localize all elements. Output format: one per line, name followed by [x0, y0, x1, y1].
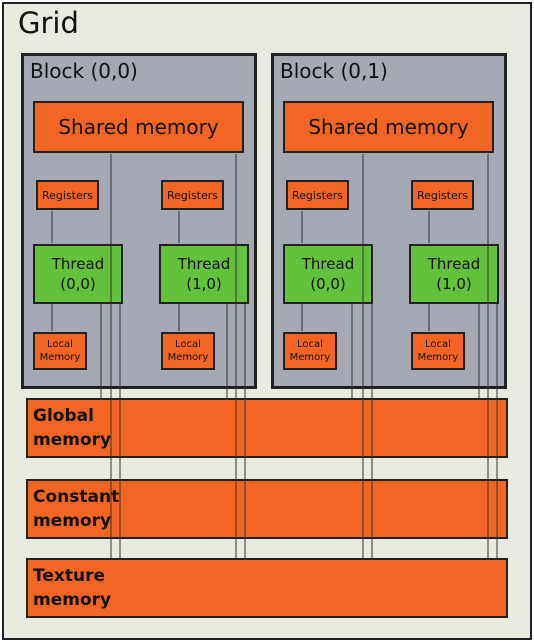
block-title: Block (0,1)	[280, 59, 388, 83]
memory-label-line2: memory	[33, 590, 112, 610]
thread-label: Thread	[301, 255, 355, 273]
texture-memory: Texture memory	[26, 558, 508, 618]
local-label-line2: Memory	[39, 352, 81, 363]
local-label-line2: Memory	[167, 352, 209, 363]
thread-label: Thread	[427, 255, 481, 273]
thread-0-0: Thread (0,0)	[283, 244, 373, 304]
local-label-line1: Local	[47, 339, 73, 350]
memory-label-line1: Global	[33, 406, 94, 426]
local-label-line1: Local	[425, 339, 451, 350]
block-title: Block (0,0)	[30, 59, 138, 83]
local-label-line2: Memory	[289, 352, 331, 363]
block-0-1: Block (0,1) Shared memory Registers Thre…	[271, 53, 507, 389]
memory-label-line1: Constant	[33, 487, 120, 507]
local-memory-thread-1-0: Local Memory	[161, 332, 215, 370]
thread-1-0: Thread (1,0)	[409, 244, 499, 304]
registers-thread-0-0: Registers	[286, 180, 349, 210]
local-memory-thread-0-0: Local Memory	[33, 332, 87, 370]
registers-thread-0-0: Registers	[36, 180, 99, 210]
thread-label: Thread	[51, 255, 105, 273]
thread-1-0: Thread (1,0)	[159, 244, 249, 304]
local-label-line2: Memory	[417, 352, 459, 363]
local-label-line1: Local	[175, 339, 201, 350]
block-0-0: Block (0,0) Shared memory Registers Thre…	[21, 53, 257, 389]
registers-thread-1-0: Registers	[411, 180, 474, 210]
local-memory-thread-1-0: Local Memory	[411, 332, 465, 370]
memory-label-line2: memory	[33, 511, 112, 531]
local-label-line1: Local	[297, 339, 323, 350]
grid-title: Grid	[18, 6, 79, 40]
thread-id: (1,0)	[436, 275, 472, 293]
global-memory: Global memory	[26, 398, 508, 458]
thread-id: (1,0)	[186, 275, 222, 293]
local-memory-thread-0-0: Local Memory	[283, 332, 337, 370]
shared-memory: Shared memory	[283, 101, 494, 153]
registers-thread-1-0: Registers	[161, 180, 224, 210]
memory-label-line2: memory	[33, 430, 112, 450]
thread-0-0: Thread (0,0)	[33, 244, 123, 304]
shared-memory: Shared memory	[33, 101, 244, 153]
constant-memory: Constant memory	[26, 479, 508, 539]
memory-label-line1: Texture	[33, 566, 105, 586]
thread-label: Thread	[177, 255, 231, 273]
thread-id: (0,0)	[310, 275, 346, 293]
thread-id: (0,0)	[60, 275, 96, 293]
